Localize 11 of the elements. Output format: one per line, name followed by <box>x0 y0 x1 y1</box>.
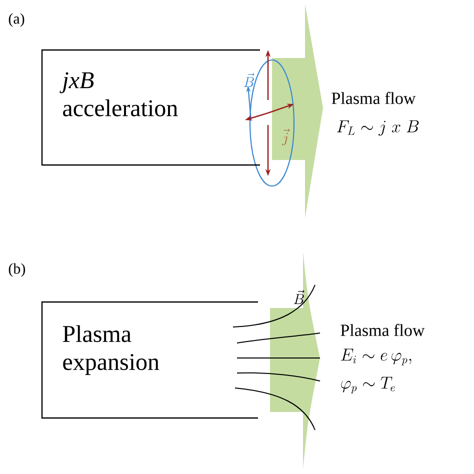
energy-formula: $E_i \sim e\,\varphi_p,$ <box>341 348 412 366</box>
potential-formula: $\varphi_p \sim T_e$ <box>341 376 395 394</box>
flow-label: Plasma flow <box>340 324 425 336</box>
force-formula: $F_L \sim j\; x\; B$ <box>337 120 419 136</box>
field-symbol: $\vec{B}$ <box>244 73 254 87</box>
thruster-box: Plasma expansion <box>41 301 258 419</box>
flow-label: Plasma flow <box>332 92 416 104</box>
current-symbol: $\vec{j}$ <box>282 128 290 146</box>
field-symbol: $\vec{B}$ <box>294 290 304 304</box>
panel-label: (b) <box>8 263 26 277</box>
panel-label: (a) <box>8 13 24 27</box>
